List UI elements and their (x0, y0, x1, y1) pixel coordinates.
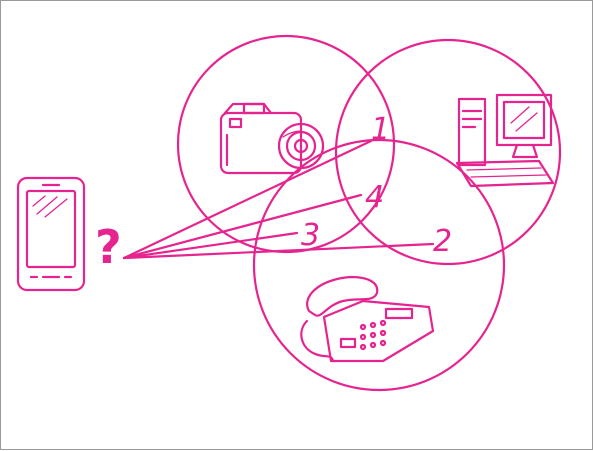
ink-group (16, 34, 562, 392)
connection-line-2 (122, 242, 435, 260)
zone-number-1: 1 (371, 112, 390, 147)
question-mark: ? (95, 220, 122, 274)
smartphone-icon (16, 176, 86, 292)
connection-line-3 (122, 231, 299, 260)
zone-number-4: 4 (365, 180, 384, 215)
desktop-computer-icon (455, 93, 555, 188)
zone-number-3: 3 (301, 218, 320, 253)
venn-circle-telephone (252, 138, 506, 392)
desk-telephone-icon (300, 275, 435, 363)
venn-circle-computer (334, 38, 562, 266)
connection-line-4 (122, 193, 363, 260)
camera-icon (219, 102, 325, 175)
zone-number-2: 2 (433, 224, 452, 259)
connection-line-1 (122, 139, 373, 260)
venn-circle-camera (176, 34, 396, 254)
